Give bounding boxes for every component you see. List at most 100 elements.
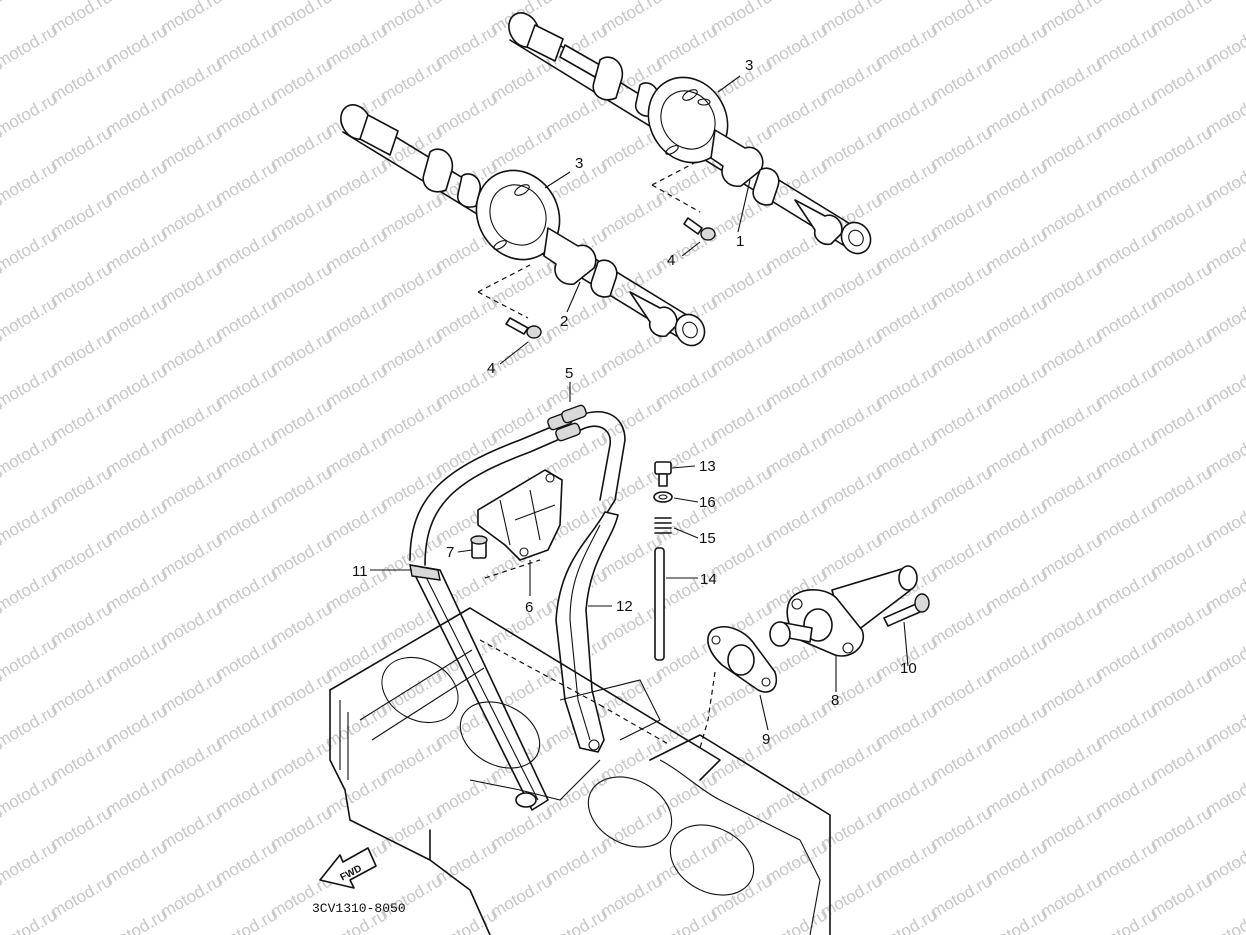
watermark-text: motod.ru	[1093, 837, 1161, 887]
watermark-text: motod.ru	[873, 769, 941, 819]
watermark-text: motod.ru	[873, 225, 941, 275]
callout-5: 5	[565, 365, 573, 382]
watermark-text: motod.ru	[103, 89, 171, 139]
watermark-text: motod.ru	[653, 21, 721, 71]
watermark-text: motod.ru	[983, 769, 1051, 819]
watermark-text: motod.ru	[103, 21, 171, 71]
watermark-text: motod.ru	[763, 701, 831, 751]
watermark-text: motod.ru	[213, 157, 281, 207]
watermark-text: motod.ru	[0, 157, 60, 207]
watermark-text: motod.ru	[488, 123, 556, 173]
watermark-text: motod.ru	[1093, 21, 1161, 71]
watermark-text: motod.ru	[488, 871, 556, 921]
watermark-text: motod.ru	[158, 803, 226, 853]
watermark-text: motod.ru	[928, 123, 996, 173]
callouts: 3 3 1 2 4 4 5 6 7 8 9 10 11 12 13 16 15 …	[352, 57, 917, 748]
watermark-text: motod.ru	[1148, 0, 1216, 37]
watermark-text: motod.ru	[818, 395, 886, 445]
watermark-text: motod.ru	[708, 0, 776, 37]
watermark-text: motod.ru	[873, 837, 941, 887]
watermark-text: motod.ru	[1148, 259, 1216, 309]
watermark-text: motod.ru	[1038, 667, 1106, 717]
watermark-text: motod.ru	[983, 21, 1051, 71]
watermark-text: motod.ru	[213, 293, 281, 343]
watermark-text: motod.ru	[1038, 395, 1106, 445]
callout-1: 1	[736, 233, 744, 250]
watermark-text: motod.ru	[1093, 293, 1161, 343]
watermark-text: motod.ru	[213, 429, 281, 479]
diagram-code: 3CV1310-8050	[312, 901, 406, 916]
leader-lines	[370, 75, 909, 731]
watermark-text: motod.ru	[0, 293, 60, 343]
watermark-text: motod.ru	[873, 89, 941, 139]
watermark-text: motod.ru	[1148, 191, 1216, 241]
watermark-text: motod.ru	[378, 395, 446, 445]
watermark-text: motod.ru	[543, 293, 611, 343]
watermark-text: motod.ru	[213, 89, 281, 139]
watermark-text: motod.ru	[0, 497, 60, 547]
watermark-text: motod.ru	[1093, 225, 1161, 275]
watermark-text: motod.ru	[763, 21, 831, 71]
callout-3-intake: 3	[575, 155, 583, 172]
watermark-text: motod.ru	[0, 905, 60, 935]
watermark-text: motod.ru	[433, 89, 501, 139]
watermark-text: motod.ru	[598, 871, 666, 921]
callout-13: 13	[699, 458, 716, 475]
watermark-text: motod.ru	[1203, 905, 1246, 935]
watermark-text: motod.ru	[158, 463, 226, 513]
guide-bolt	[470, 535, 488, 559]
watermark-text: motod.ru	[158, 735, 226, 785]
watermark-text: motod.ru	[1093, 701, 1161, 751]
watermark-text: motod.ru	[0, 633, 60, 683]
watermark-text: motod.ru	[1148, 667, 1216, 717]
watermark-text: motod.ru	[103, 293, 171, 343]
watermark-text: motod.ru	[873, 905, 941, 935]
watermark-text: motod.ru	[653, 157, 721, 207]
watermark-text: motod.ru	[1093, 429, 1161, 479]
watermark-text: motod.ru	[378, 0, 446, 37]
watermark-text: motod.ru	[213, 701, 281, 751]
watermark-text: motod.ru	[873, 361, 941, 411]
watermark-text: motod.ru	[818, 327, 886, 377]
watermark-text: motod.ru	[433, 429, 501, 479]
watermark-text: motod.ru	[268, 123, 336, 173]
watermark-text: motod.ru	[323, 361, 391, 411]
watermark-text: motod.ru	[1148, 123, 1216, 173]
watermark-text: motod.ru	[268, 463, 336, 513]
watermark-text: motod.ru	[268, 735, 336, 785]
sprocket-bolt-lower	[505, 317, 542, 339]
watermark-text: motod.ru	[818, 871, 886, 921]
watermark-text: motod.ru	[1148, 531, 1216, 581]
gasket-washer	[653, 491, 673, 503]
watermark-text: motod.ru	[103, 361, 171, 411]
watermark-text: motod.ru	[158, 55, 226, 105]
watermark-text: motod.ru	[158, 0, 226, 37]
watermark-text: motod.ru	[1038, 327, 1106, 377]
watermark-text: motod.ru	[48, 667, 116, 717]
watermark-text: motod.ru	[598, 327, 666, 377]
watermark-text: motod.ru	[0, 361, 60, 411]
watermark-text: motod.ru	[323, 633, 391, 683]
watermark-text: motod.ru	[158, 667, 226, 717]
watermark-text: motod.ru	[1148, 803, 1216, 853]
watermark-text: motod.ru	[323, 293, 391, 343]
watermark-text: motod.ru	[213, 361, 281, 411]
watermark-text: motod.ru	[103, 633, 171, 683]
watermark-text: motod.ru	[213, 225, 281, 275]
watermark-text: motod.ru	[268, 327, 336, 377]
watermark-text: motod.ru	[378, 803, 446, 853]
watermark-text: motod.ru	[433, 837, 501, 887]
watermark-text: motod.ru	[708, 259, 776, 309]
watermark-text: motod.ru	[103, 905, 171, 935]
callout-12: 12	[616, 598, 633, 615]
watermark-text: motod.ru	[928, 55, 996, 105]
watermark-text: motod.ru	[0, 0, 60, 3]
watermark-text: motod.ru	[983, 429, 1051, 479]
watermark-text: motod.ru	[323, 157, 391, 207]
watermark-text: motod.ru	[213, 837, 281, 887]
watermark-text: motod.ru	[873, 21, 941, 71]
watermark-text: motod.ru	[873, 701, 941, 751]
watermark-text: motod.ru	[653, 837, 721, 887]
watermark-text: motod.ru	[268, 599, 336, 649]
watermark-text: motod.ru	[1093, 633, 1161, 683]
